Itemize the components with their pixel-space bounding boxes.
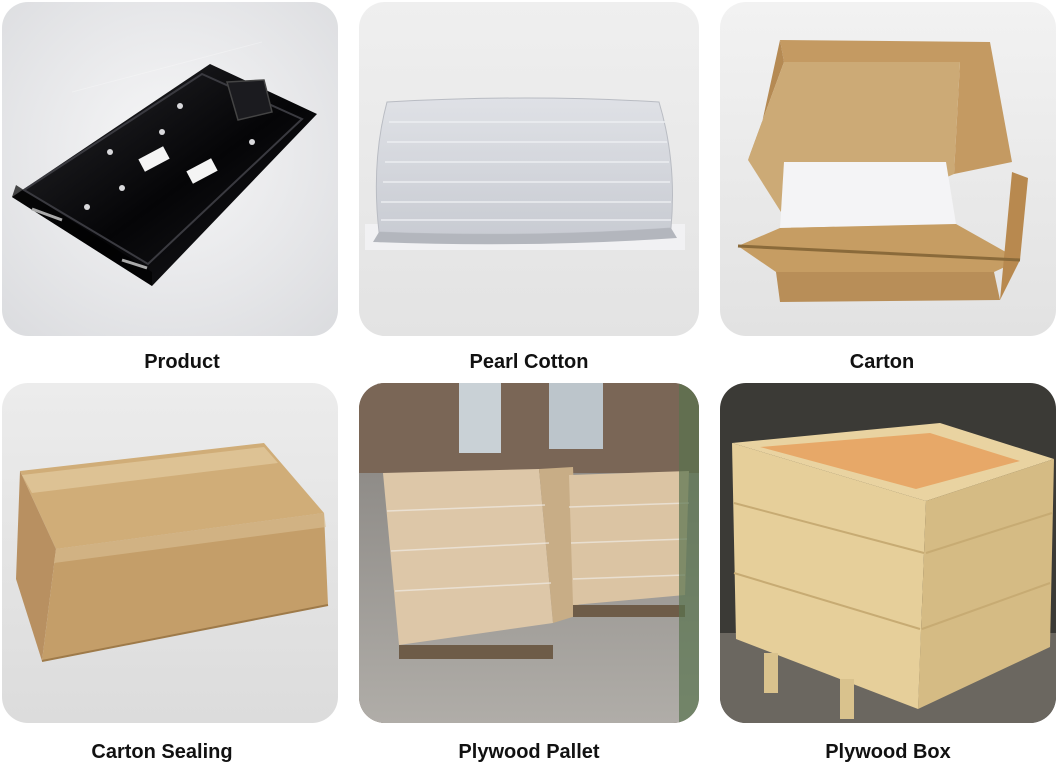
caption-plywood-pallet: Plywood Pallet — [458, 741, 600, 763]
pearl-cotton-photo — [359, 2, 699, 336]
caption-plywood-box: Plywood Box — [825, 741, 951, 763]
plywood-pallet-image — [359, 383, 699, 723]
carton-sealing-image — [2, 383, 338, 723]
carton-photo — [720, 2, 1056, 336]
carton-image — [720, 2, 1056, 336]
caption-carton: Carton — [849, 351, 915, 373]
caption-pearl-cotton: Pearl Cotton — [469, 351, 589, 373]
product-photo — [2, 2, 338, 336]
plywood-box-image — [720, 383, 1056, 723]
pearl-cotton-image — [359, 2, 699, 336]
caption-product: Product — [144, 351, 220, 373]
product-image — [2, 2, 338, 336]
carton-sealing-photo — [2, 383, 338, 723]
plywood-box-photo — [720, 383, 1056, 723]
plywood-pallet-photo — [359, 383, 699, 723]
caption-carton-sealing: Carton Sealing — [91, 741, 233, 763]
